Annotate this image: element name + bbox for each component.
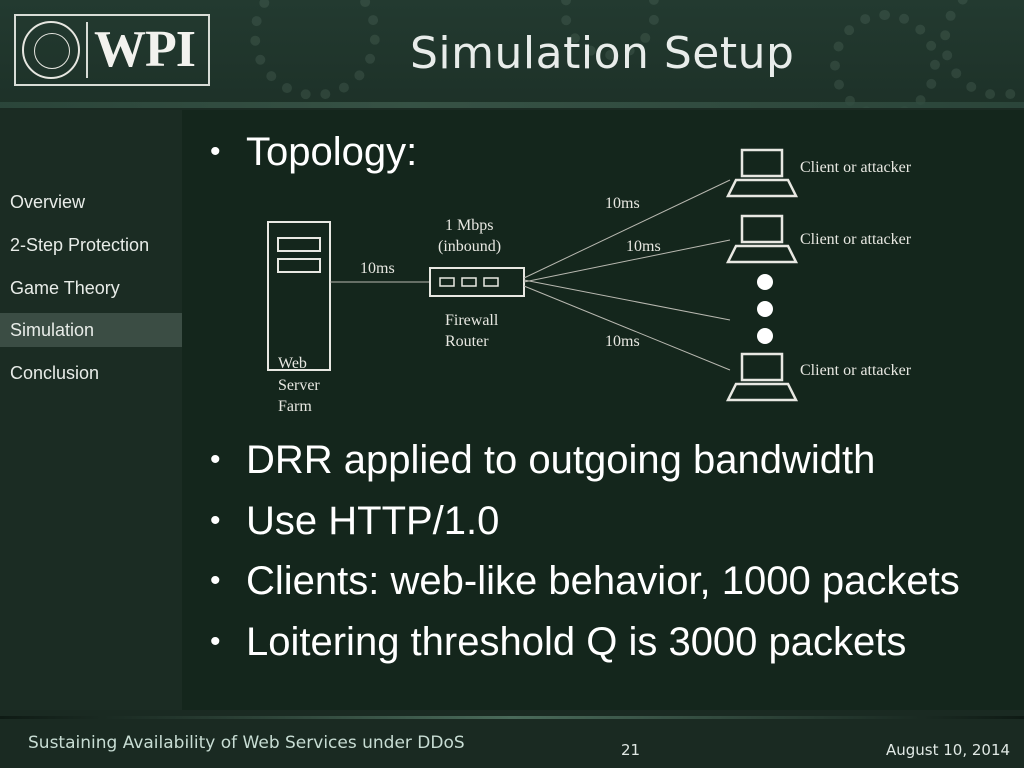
server-label-line: Server — [278, 377, 320, 394]
page-number: 21 — [621, 741, 641, 759]
header-divider — [0, 102, 1024, 108]
topology-diagram: Web Server Farm 10ms 1 Mbps (inbound) Fi… — [267, 148, 912, 415]
client-link — [523, 279, 731, 321]
router-port — [461, 277, 477, 287]
client-label: Client or attacker — [800, 159, 912, 176]
gear-decoration-icon — [940, 0, 1024, 100]
bullet-dot-icon: • — [210, 443, 221, 476]
client-label: Client or attacker — [800, 362, 912, 379]
firewall-router-box — [429, 267, 525, 297]
router-port — [483, 277, 499, 287]
bullet-text: Loitering threshold Q is 3000 packets — [246, 620, 907, 664]
router-port — [439, 277, 455, 287]
bullet-clients: • Clients: web-like behavior, 1000 packet… — [210, 559, 960, 604]
client-link-latency: 10ms — [626, 238, 661, 255]
sidebar-item-simulation[interactable]: Simulation — [0, 313, 182, 347]
router-label-line: Firewall — [445, 312, 499, 329]
laptop-icon — [725, 352, 799, 402]
bullet-drr: • DRR applied to outgoing bandwidth — [210, 438, 875, 483]
gear-decoration-icon — [830, 10, 940, 108]
slide-header: WPI Simulation Setup — [0, 0, 1024, 108]
server-slot — [277, 237, 321, 252]
client-label: Client or attacker — [800, 231, 912, 248]
university-seal-icon — [22, 21, 80, 79]
sidebar-item-overview[interactable]: Overview — [10, 192, 86, 212]
bullet-text: Use HTTP/1.0 — [246, 499, 500, 543]
client-link-latency: 10ms — [605, 333, 640, 350]
client-link — [523, 179, 731, 279]
bullet-loitering: • Loitering threshold Q is 3000 packets — [210, 620, 906, 665]
footer-title: Sustaining Availability of Web Services … — [28, 733, 465, 753]
gear-decoration-icon — [250, 0, 380, 100]
sidebar-item-game-theory[interactable]: Game Theory — [10, 278, 120, 298]
bullet-topology: • Topology: — [210, 130, 417, 175]
router-bandwidth-line: (inbound) — [438, 238, 501, 255]
slide-footer — [0, 716, 1024, 768]
server-label-line: Web — [278, 355, 307, 372]
sidebar-item-conclusion[interactable]: Conclusion — [10, 363, 100, 383]
ellipsis-dot — [757, 274, 773, 290]
server-label-line: Farm — [278, 398, 312, 415]
footer-date: August 10, 2014 — [886, 741, 1011, 759]
sidebar-item-2-step-protection[interactable]: 2-Step Protection — [10, 235, 150, 255]
ellipsis-dot — [757, 301, 773, 317]
router-label-line: Router — [445, 333, 489, 350]
slide-content — [182, 110, 1024, 710]
bullet-dot-icon: • — [210, 625, 221, 658]
gear-decoration-icon — [560, 0, 660, 60]
server-link-latency: 10ms — [360, 260, 395, 277]
bullet-dot-icon: • — [210, 504, 221, 537]
web-server-box — [267, 221, 331, 371]
wpi-logo: WPI — [14, 14, 210, 86]
bullet-http: • Use HTTP/1.0 — [210, 499, 499, 544]
client-link-latency: 10ms — [605, 195, 640, 212]
sidebar-nav: Overview 2-Step Protection Game Theory S… — [0, 110, 182, 710]
footer-divider — [0, 716, 1024, 719]
client-link — [523, 239, 731, 283]
bullet-text: Topology: — [246, 130, 418, 174]
bullet-dot-icon: • — [210, 135, 221, 168]
laptop-icon — [725, 148, 799, 198]
logo-divider — [86, 22, 88, 78]
client-link — [523, 285, 731, 371]
server-slot — [277, 258, 321, 273]
ellipsis-dot — [757, 328, 773, 344]
router-bandwidth-line: 1 Mbps — [445, 217, 493, 234]
bullet-dot-icon: • — [210, 564, 221, 597]
bullet-text: DRR applied to outgoing bandwidth — [246, 438, 876, 482]
slide-title: Simulation Setup — [410, 28, 795, 79]
logo-text: WPI — [94, 21, 196, 78]
laptop-icon — [725, 214, 799, 264]
bullet-text: Clients: web-like behavior, 1000 packets — [246, 559, 960, 603]
